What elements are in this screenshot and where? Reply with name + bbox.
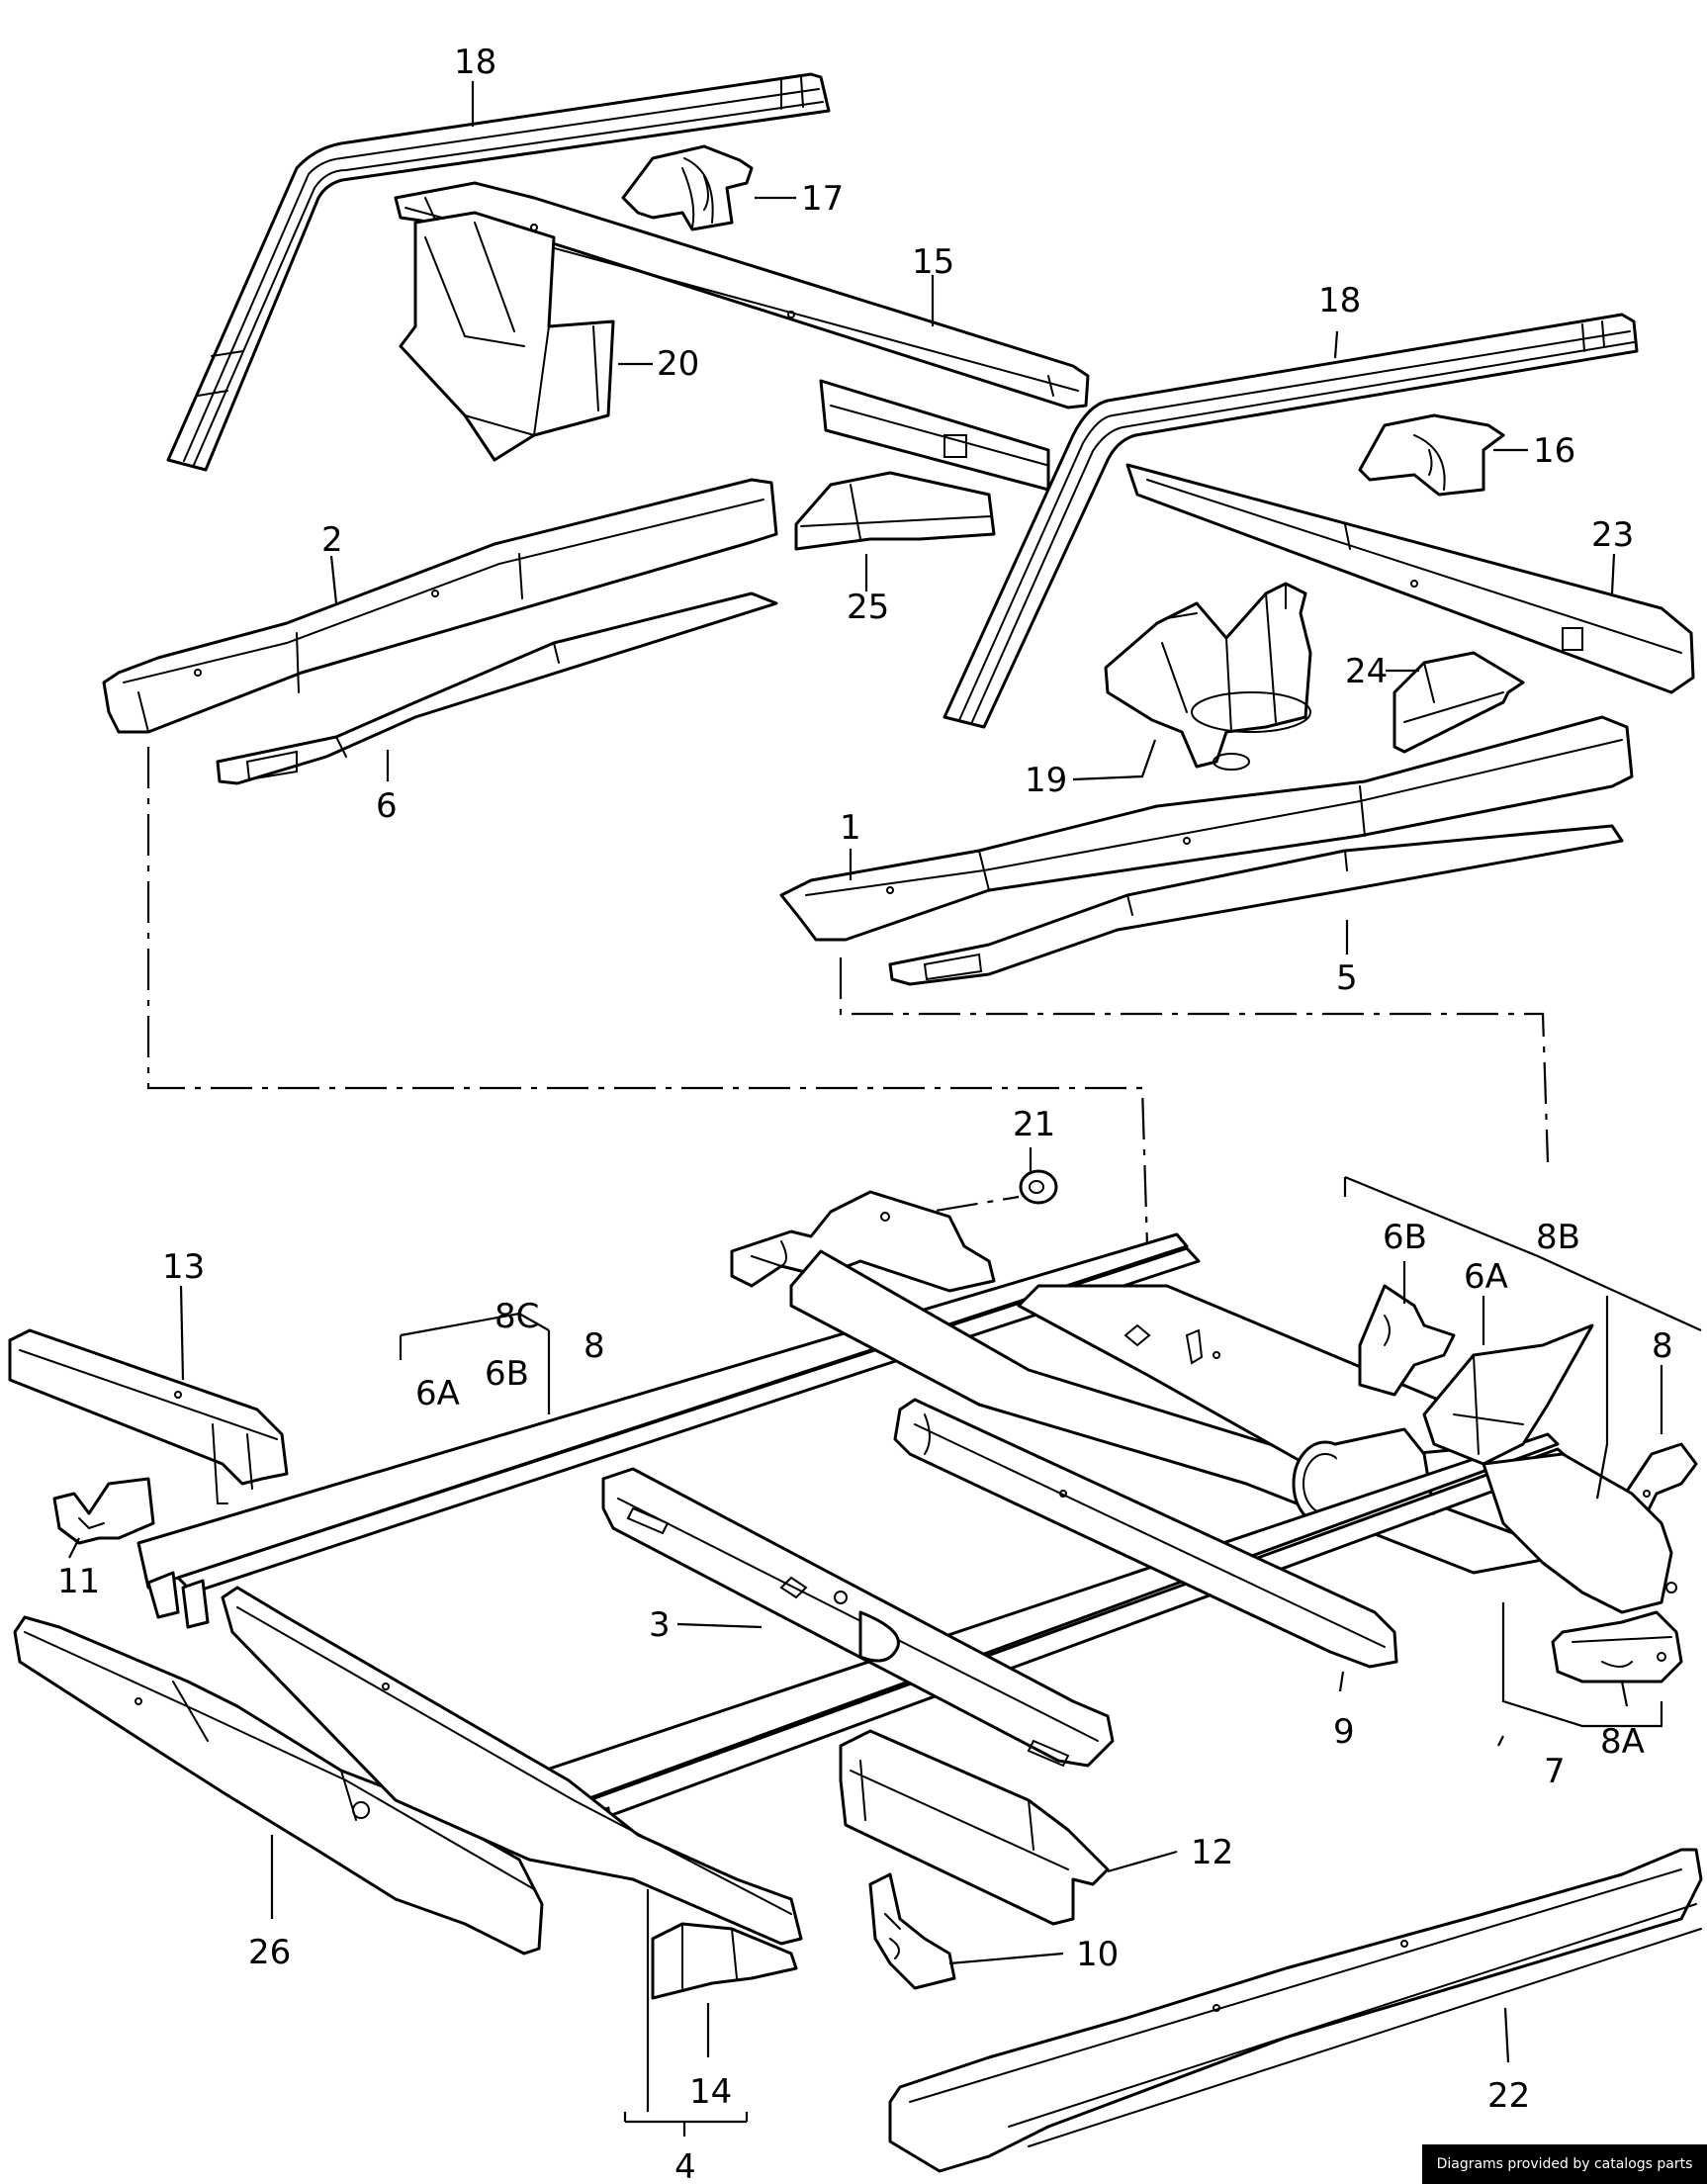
- part-23-crossmember: [1125, 463, 1695, 694]
- part-panel-behind: [819, 379, 1050, 492]
- callout-21: 21: [1013, 1105, 1055, 1144]
- part-6A-bracket: [1422, 1323, 1594, 1466]
- callout-8C: 8C: [494, 1297, 539, 1336]
- part-15-crossmember: [394, 181, 1090, 410]
- callout-17: 17: [801, 179, 844, 219]
- part-18-rail-right: [943, 313, 1639, 729]
- part-13-bracket: [8, 1328, 289, 1504]
- part-11-bracket: [52, 1477, 155, 1545]
- part-rear-panel: [1482, 1452, 1677, 1614]
- part-2-side-member: [102, 478, 778, 734]
- callout-18a: 18: [454, 43, 496, 82]
- part-24-bracket: [1393, 651, 1525, 754]
- callout-16: 16: [1533, 431, 1575, 471]
- part-14-bracket: [651, 1922, 798, 2000]
- callout-6A-left: 6A: [415, 1374, 460, 1413]
- callout-11: 11: [57, 1562, 100, 1601]
- leader-lines: [68, 81, 1702, 2137]
- part-10-bracket: [868, 1872, 956, 1990]
- callout-8B: 8B: [1536, 1218, 1580, 1257]
- part-1-side-member: [779, 715, 1634, 942]
- callout-labels: 18 17 15 20 18 16 2 25 23 24 6 19 1 5 21…: [57, 43, 1673, 2184]
- part-26-side-rail: [13, 1615, 544, 1956]
- callout-13: 13: [162, 1247, 205, 1287]
- leader-1-to-frame: [839, 957, 1550, 1163]
- callout-15: 15: [912, 242, 954, 282]
- callout-9: 9: [1333, 1712, 1355, 1752]
- callout-12: 12: [1191, 1833, 1233, 1872]
- part-22-sill: [888, 1848, 1703, 2173]
- callout-20: 20: [657, 344, 699, 384]
- callout-14: 14: [689, 2072, 732, 2112]
- part-5-reinforcement: [888, 824, 1624, 986]
- leader-2-to-frame: [146, 747, 1149, 1247]
- callout-18b: 18: [1318, 281, 1361, 320]
- part-19-bracket: [1104, 582, 1312, 771]
- callout-19: 19: [1025, 761, 1067, 800]
- callout-6B-right: 6B: [1383, 1218, 1427, 1257]
- callout-5: 5: [1336, 958, 1358, 998]
- callout-3: 3: [649, 1605, 671, 1645]
- callout-6: 6: [376, 786, 398, 826]
- callout-26: 26: [248, 1933, 291, 1972]
- callout-25: 25: [847, 588, 889, 627]
- part-20-box-bracket: [399, 211, 615, 462]
- callout-22: 22: [1487, 2076, 1530, 2116]
- part-12-bracket: [839, 1729, 1110, 1926]
- frame-inner-side-rail: [221, 1586, 803, 1946]
- callout-23: 23: [1591, 515, 1634, 555]
- part-6-reinforcement: [216, 592, 778, 785]
- callout-8-right: 8: [1652, 1326, 1673, 1366]
- callout-8-left: 8: [584, 1326, 605, 1366]
- callout-6A-right: 6A: [1464, 1257, 1508, 1297]
- part-18-rail-left: [166, 72, 831, 472]
- callout-7: 7: [1544, 1752, 1566, 1791]
- callout-10: 10: [1076, 1935, 1119, 1974]
- callout-24: 24: [1345, 652, 1388, 691]
- callout-4: 4: [674, 2147, 696, 2184]
- callout-8A: 8A: [1600, 1722, 1645, 1762]
- part-21-grommet: [1019, 1169, 1058, 1205]
- part-17-bracket: [621, 144, 754, 231]
- callout-1: 1: [840, 808, 861, 848]
- part-3-crossmember: [601, 1467, 1115, 1768]
- callout-2: 2: [321, 520, 343, 560]
- part-25-panel: [794, 471, 996, 551]
- part-16-bracket: [1358, 413, 1505, 497]
- callout-6B-left: 6B: [485, 1354, 529, 1394]
- part-6B-bracket: [1358, 1284, 1456, 1397]
- part-8A-bracket: [1551, 1610, 1683, 1684]
- frame-front-crossmember: [730, 1190, 996, 1293]
- part-9-crossmember: [893, 1398, 1398, 1669]
- credit-banner: Diagrams provided by catalogs parts: [1422, 2144, 1707, 2184]
